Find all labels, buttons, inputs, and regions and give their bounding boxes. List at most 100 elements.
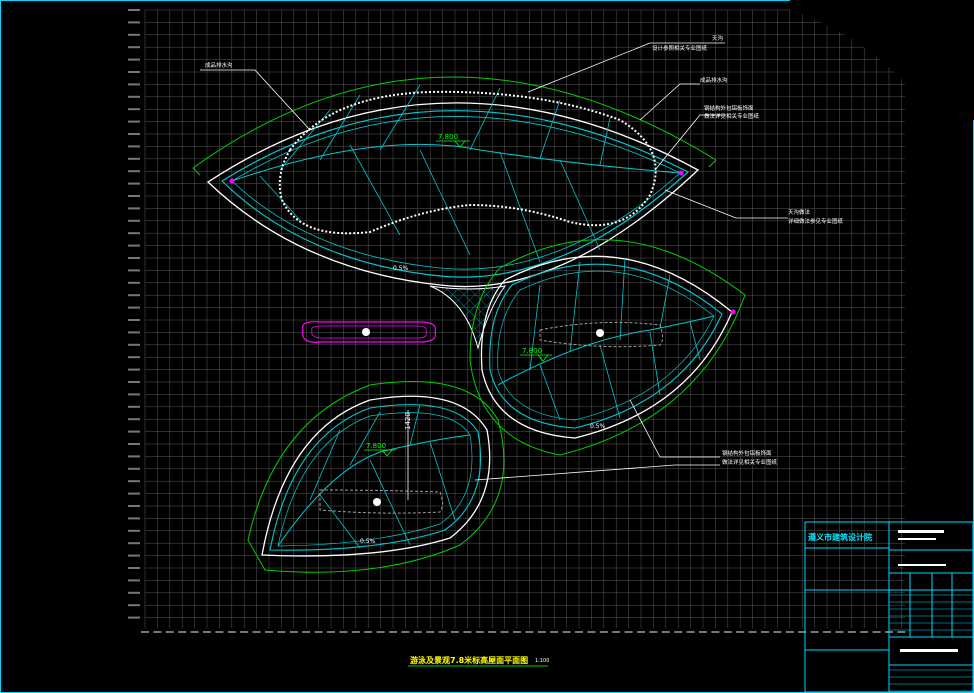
axis-tick-left [128,145,140,148]
axis-tick-bottom [736,631,745,633]
axis-tick-left [128,591,140,594]
axis-tick-bottom [190,631,199,633]
axis-tick-bottom [500,631,509,633]
axis-tick-left [128,170,140,173]
label-tl-right3: 天沟做法 [788,208,811,216]
axis-tick-left [128,83,140,86]
elevation-bottom: 7.800 [366,442,386,450]
axis-tick-bottom [661,631,670,633]
axis-tick-left [128,133,140,135]
axis-tick-bottom [612,631,621,633]
bottom-leaf-roof [247,381,505,573]
axis-tick-bottom [203,631,211,633]
axis-tick-bottom [451,631,459,633]
title-block-company: 遵义市建筑设计院 [808,532,872,542]
axis-tick-left [128,405,140,408]
axis-tick-bottom [686,631,695,633]
axis-tick-bottom [562,631,571,633]
axis-tick-left [128,542,140,545]
slope-top: 0.5% [393,265,409,272]
axis-tick-left [128,207,140,210]
dimension-1420: 1420 [404,412,412,430]
axis-tick-bottom [649,631,658,633]
axis-tick-bottom [376,631,385,633]
axis-tick-bottom [413,631,422,633]
label-br-note: 钢结构外包铝板饰面 [722,449,772,457]
axis-tick-left [128,46,140,49]
axis-tick-bottom [252,631,261,633]
axis-tick-left [128,343,140,346]
label-tl-left: 成品排水沟 [205,61,233,69]
axis-tick-bottom [277,631,286,633]
axis-tick-left [128,120,140,123]
slope-right: 0.5% [590,423,606,430]
elevation-labels: 7.800 7.800 7.800 [366,133,542,450]
axis-tick-bottom [599,631,608,633]
axis-tick-bottom [575,631,583,633]
axis-tick-bottom [823,631,831,633]
axis-tick-bottom [897,631,906,633]
axis-tick-left [128,108,140,111]
axis-tick-bottom [488,631,497,633]
axis-tick-bottom [761,631,769,633]
axis-tick-left [128,157,140,160]
axis-tick-left [128,257,140,259]
axis-tick-bottom [723,631,732,633]
axis-tick-left [128,281,140,284]
grid-boundary-mask [790,0,974,120]
title-block [804,521,974,693]
label-tl-top: 天沟 [712,34,724,42]
axis-tick-bottom [847,631,856,633]
axis-tick-left [128,579,140,582]
axis-tick-left [128,455,140,458]
axis-tick-bottom [785,631,794,633]
axis-tick-bottom [327,631,335,633]
axis-tick-bottom [513,631,521,633]
slope-bottom: 0.5% [360,538,376,545]
axis-tick-left [128,232,140,235]
label-br-note-sub: 做法详见相关专业图纸 [722,458,778,466]
axis-tick-left [128,443,140,445]
axis-tick-bottom [302,631,311,633]
axis-tick-bottom [748,631,757,633]
axis-tick-left [128,517,140,520]
magenta-skylight [302,321,437,343]
axis-tick-left [128,567,140,569]
axis-tick-bottom [637,631,645,633]
axis-tick-left [128,393,140,396]
axis-tick-bottom [537,631,546,633]
axis-tick-bottom [463,631,472,633]
axis-tick-left [128,219,140,222]
axis-tick-bottom [178,631,187,633]
axis-tick-bottom [550,631,559,633]
axis-tick-left [128,368,140,371]
axis-tick-bottom [699,631,707,633]
top-leaf-roof [192,76,717,288]
axis-tick-left [128,182,140,185]
axis-tick-left [128,294,140,297]
axis-tick-bottom [339,631,348,633]
axis-tick-bottom [587,631,596,633]
axis-tick-bottom [389,631,397,633]
axis-tick-left [128,319,140,321]
slope-labels: 0.5% 0.5% 0.5% [360,265,606,545]
axis-tick-left [128,418,140,421]
axis-tick-left [128,33,140,36]
axis-tick-left [128,244,140,247]
axis-tick-bottom [165,631,174,633]
axis-tick-bottom [426,631,435,633]
right-leaf-roof [469,239,746,456]
axis-tick-left [128,95,140,98]
axis-tick-left [128,604,140,607]
label-tl-right2-sub: 做法详见相关专业图纸 [704,112,760,120]
axis-tick-bottom [773,631,782,633]
axis-tick-bottom [711,631,720,633]
drawing-scale: 1:100 [535,658,549,664]
grid [144,9,905,628]
axis-labels-left [128,9,140,619]
axis-tick-left [128,331,140,334]
axis-tick-left [128,505,140,507]
connector-hatch [429,285,507,350]
axis-tick-bottom [438,631,447,633]
axis-tick-bottom [153,631,162,633]
